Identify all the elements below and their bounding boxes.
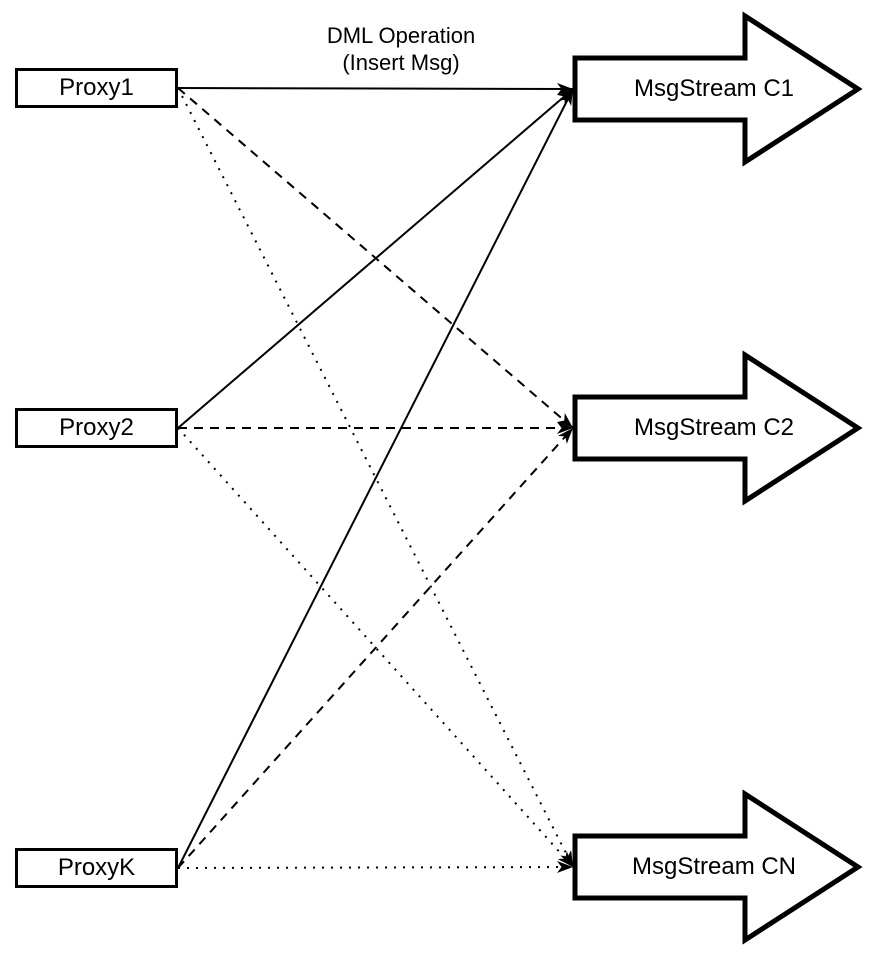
proxy2-node: Proxy2 xyxy=(15,408,178,448)
stream-c1-label: MsgStream C1 xyxy=(633,75,795,102)
proxyk-node: ProxyK xyxy=(15,848,178,888)
diagram-title-line2: (Insert Msg) xyxy=(342,50,460,75)
stream-cn-arrow xyxy=(572,789,863,945)
stream-c2-label: MsgStream C2 xyxy=(633,414,795,441)
edge-proxyk-to-c2 xyxy=(177,427,574,869)
edge-proxyk-to-c1 xyxy=(177,88,574,869)
proxy1-label: Proxy1 xyxy=(59,74,134,101)
edge-proxy1-to-c2 xyxy=(177,87,574,429)
edge-layer xyxy=(177,82,574,874)
proxy2-label: Proxy2 xyxy=(59,414,134,441)
diagram-title: DML Operation (Insert Msg) xyxy=(327,22,475,76)
proxyk-label: ProxyK xyxy=(57,854,136,881)
diagram-title-line1: DML Operation xyxy=(326,23,476,48)
stream-c1-arrow xyxy=(572,11,863,167)
edge-proxy1-to-cn xyxy=(177,87,574,868)
stream-c2-arrow xyxy=(572,350,863,506)
proxy1-node: Proxy1 xyxy=(15,68,178,108)
edge-proxy1-to-c1 xyxy=(177,82,574,95)
stream-layer xyxy=(572,11,863,945)
stream-cn-label: MsgStream CN xyxy=(631,853,797,880)
edge-proxyk-to-cn xyxy=(177,861,574,874)
